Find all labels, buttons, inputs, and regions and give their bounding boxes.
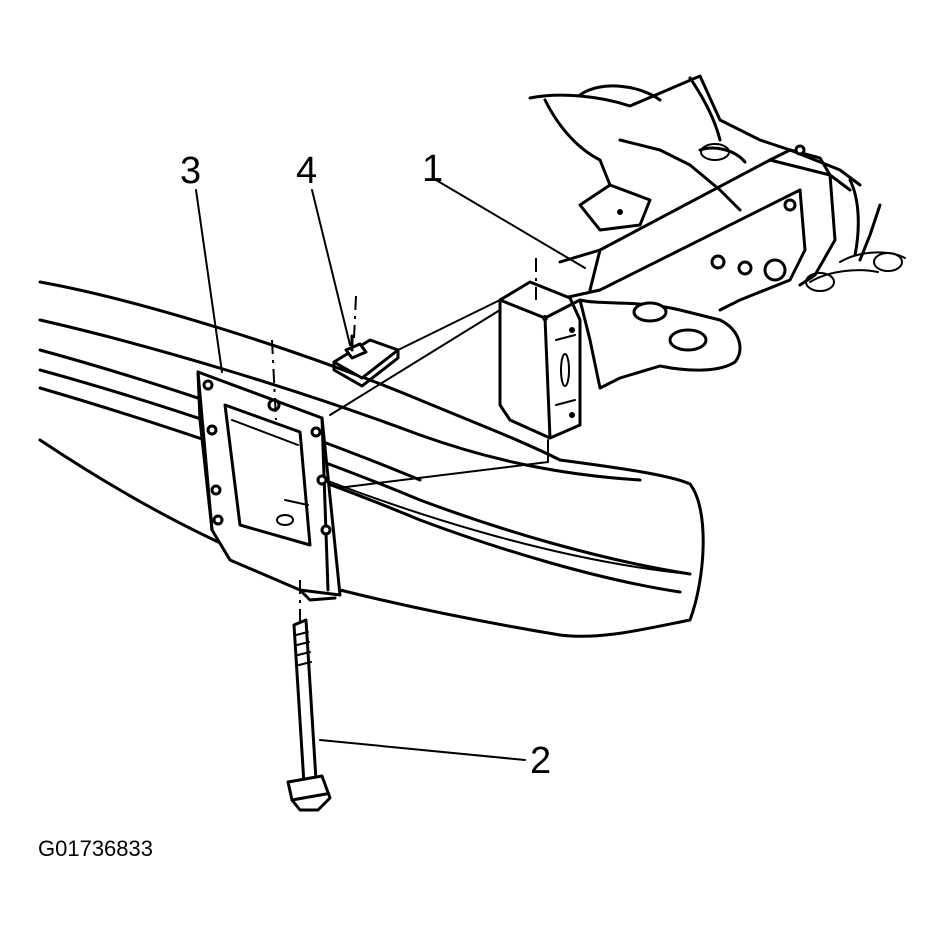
callout-4: 4: [296, 150, 318, 192]
leader-4: [311, 189, 351, 346]
leader-2: [319, 739, 526, 761]
leader-lines: [195, 179, 586, 761]
bumper-bracket: [196, 370, 342, 602]
frame-rail: [498, 74, 906, 440]
leader-3: [195, 189, 223, 373]
callout-2: 2: [530, 740, 552, 782]
bolt: [286, 618, 332, 812]
figure-reference-code: G01736833: [38, 836, 153, 861]
assembly-lines: [271, 258, 549, 628]
leader-1: [435, 179, 586, 269]
callout-3: 3: [180, 150, 202, 192]
bumper: [38, 280, 705, 638]
callout-1: 1: [422, 148, 444, 190]
